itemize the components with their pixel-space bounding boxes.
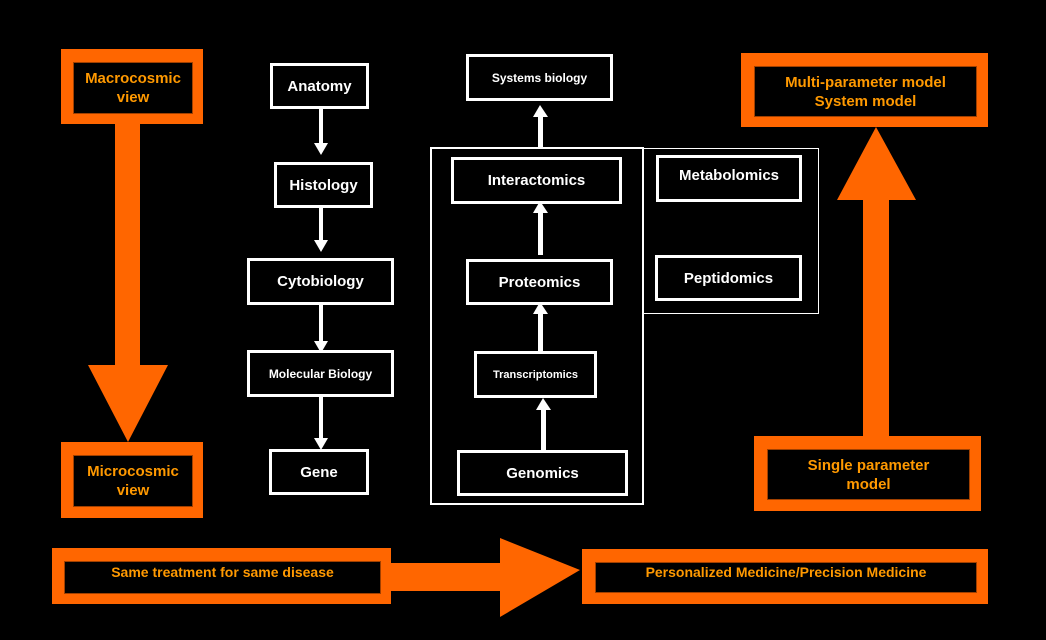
microcosmic-box: Microcosmic view xyxy=(61,442,203,518)
microcosmic-label: Microcosmic view xyxy=(73,455,193,507)
arrow-genomics-transcriptomics xyxy=(536,398,551,450)
personalized-medicine-label: Personalized Medicine/Precision Medicine xyxy=(595,562,977,593)
omics-side-frame xyxy=(642,148,819,314)
node-anatomy: Anatomy xyxy=(270,63,369,109)
macrocosmic-box: Macrocosmic view xyxy=(61,49,203,124)
node-genomics: Genomics xyxy=(457,450,628,496)
node-proteomics: Proteomics xyxy=(466,259,613,305)
node-interactomics: Interactomics xyxy=(451,157,622,204)
arrow-histology-cytobiology xyxy=(314,207,328,252)
node-peptidomics: Peptidomics xyxy=(655,255,802,301)
arrow-cytobiology-molecular xyxy=(314,305,328,353)
same-treatment-label: Same treatment for same disease xyxy=(64,561,381,594)
node-gene: Gene xyxy=(269,449,369,495)
multi-parameter-label: Multi-parameter model System model xyxy=(754,66,977,117)
node-metabolomics: Metabolomics xyxy=(656,155,802,202)
macrocosmic-label: Macrocosmic view xyxy=(73,62,193,114)
arrow-proteomics-interactomics xyxy=(533,201,548,255)
macro-to-micro-arrow xyxy=(88,124,168,442)
node-histology: Histology xyxy=(274,162,373,208)
single-parameter-box: Single parameter model xyxy=(754,436,981,511)
single-to-multi-arrow xyxy=(837,127,916,436)
node-systems-biology: Systems biology xyxy=(466,54,613,101)
classical-arrows xyxy=(314,109,328,450)
personalized-medicine-box: Personalized Medicine/Precision Medicine xyxy=(582,549,988,604)
arrow-anatomy-histology xyxy=(314,109,328,155)
omics-core-frame xyxy=(430,147,644,505)
single-parameter-label: Single parameter model xyxy=(767,449,970,500)
multi-parameter-box: Multi-parameter model System model xyxy=(741,53,988,127)
node-molecular-biology: Molecular Biology xyxy=(247,350,394,397)
treatment-flow-arrow xyxy=(391,538,580,617)
node-transcriptomics: Transcriptomics xyxy=(474,351,597,398)
arrow-transcriptomics-proteomics xyxy=(533,302,548,351)
node-cytobiology: Cytobiology xyxy=(247,258,394,305)
arrow-molecular-gene xyxy=(314,396,328,450)
same-treatment-box: Same treatment for same disease xyxy=(52,548,391,604)
arrow-interactomics-systems xyxy=(533,105,548,149)
omics-arrows xyxy=(533,105,551,450)
